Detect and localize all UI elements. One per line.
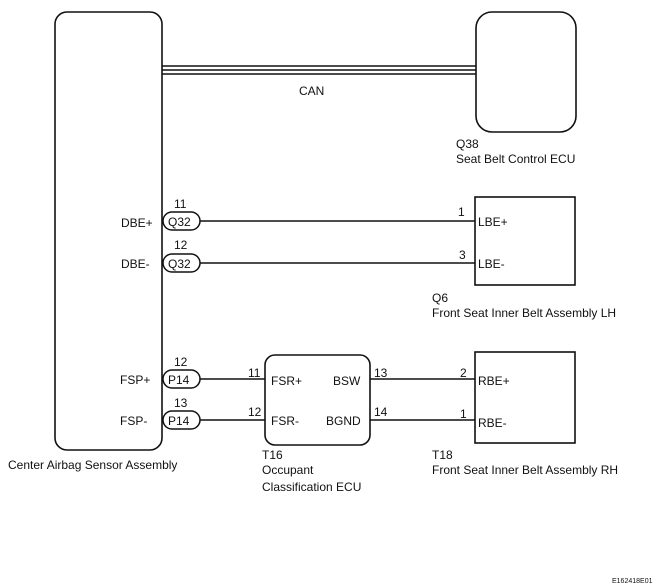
occupant-ecu-name-line1: Occupant (262, 463, 314, 477)
rh-belt-code: T18 (432, 448, 453, 462)
connector-label-q32-top: Q32 (168, 215, 191, 229)
occupant-ecu-pin-label-bsw: BSW (333, 374, 361, 388)
occupant-ecu-box (264, 354, 371, 446)
terminal-label-fsp-plus: FSP+ (120, 373, 150, 387)
connector-pin-q32-12: 12 (174, 238, 188, 252)
occupant-ecu-pin-num-11: 11 (248, 366, 261, 380)
connector-label-p14-top: P14 (168, 373, 190, 387)
lh-belt-code: Q6 (432, 291, 448, 305)
rh-belt-pin-num-2: 2 (460, 366, 467, 380)
seatbelt-ecu-box (475, 11, 577, 133)
can-bus (162, 65, 476, 75)
occupant-ecu-pin-label-bgnd: BGND (326, 414, 361, 428)
connector-label-q32-bottom: Q32 (168, 257, 191, 271)
lh-belt-pin-label-lbe-plus: LBE+ (478, 215, 508, 229)
lh-belt-name: Front Seat Inner Belt Assembly LH (432, 306, 616, 320)
airbag-sensor-name: Center Airbag Sensor Assembly (8, 458, 177, 472)
occupant-ecu-name-line2: Classification ECU (262, 480, 361, 494)
occupant-ecu-pin-label-fsr-minus: FSR- (271, 414, 299, 428)
lh-belt-pin-num-3: 3 (459, 248, 466, 262)
rh-belt-box (474, 351, 576, 444)
airbag-sensor-box (54, 11, 163, 451)
lh-belt-box (474, 196, 576, 286)
terminal-label-dbe-minus: DBE- (121, 257, 150, 271)
connector-pin-p14-13: 13 (174, 396, 188, 410)
connector-pin-q32-11: 11 (174, 197, 187, 211)
terminal-label-dbe-plus: DBE+ (121, 216, 153, 230)
lh-belt-pin-num-1: 1 (458, 205, 465, 219)
occupant-ecu-pin-num-13: 13 (374, 366, 388, 380)
seatbelt-ecu-code: Q38 (456, 137, 479, 151)
occupant-ecu-pin-label-fsr-plus: FSR+ (271, 374, 302, 388)
rh-belt-name: Front Seat Inner Belt Assembly RH (432, 463, 618, 477)
figure-id: E162418E01 (612, 578, 653, 585)
connector-pin-p14-12: 12 (174, 355, 188, 369)
rh-belt-pin-num-1: 1 (460, 407, 467, 421)
rh-belt-pin-label-rbe-minus: RBE- (478, 416, 507, 430)
connector-label-p14-bottom: P14 (168, 414, 190, 428)
lh-belt-pin-label-lbe-minus: LBE- (478, 257, 505, 271)
terminal-label-fsp-minus: FSP- (120, 414, 147, 428)
can-bus-label: CAN (299, 84, 324, 98)
rh-belt-pin-label-rbe-plus: RBE+ (478, 374, 510, 388)
occupant-ecu-code: T16 (262, 448, 283, 462)
occupant-ecu-pin-num-14: 14 (374, 405, 388, 419)
seatbelt-ecu-name: Seat Belt Control ECU (456, 152, 575, 166)
occupant-ecu-pin-num-12: 12 (248, 405, 262, 419)
